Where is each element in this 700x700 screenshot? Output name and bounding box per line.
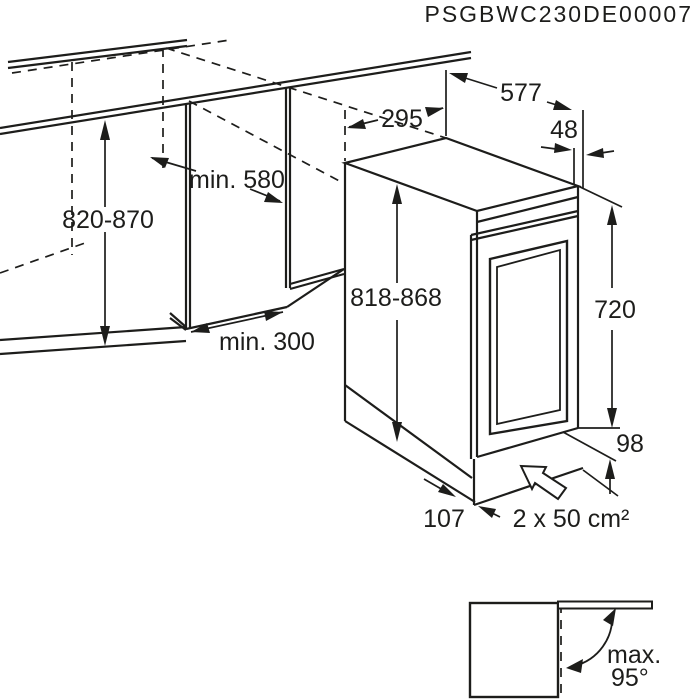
dim-label-niche-width: min. 300 [219,328,315,356]
niche-hidden-lines [0,39,447,274]
dim-niche-width: min. 300 [190,311,315,356]
dim-label-plinth-recess: 107 [423,505,465,533]
dim-label-appliance-height: 818-868 [350,284,442,312]
inset-label-max: max. [607,641,661,669]
dim-door-height: 720 [577,185,636,429]
door-swing-inset: max. 95° [468,600,661,699]
open-door-top-view [557,600,653,610]
dim-label-plinth-height: 98 [616,430,644,458]
door-frame-outer [488,239,569,436]
dim-label-appliance-width: 295 [381,105,423,133]
dim-appliance-width: 295 [347,70,447,136]
dim-label-ventilation-area: 2 x 50 cm² [513,505,630,533]
airflow-arrow-icon [519,464,568,501]
dim-appliance-depth: 577 [449,73,584,188]
dim-label-door-height: 720 [594,296,636,324]
dim-plinth-height: 98 [562,430,644,497]
dim-label-niche-depth: min. 580 [189,166,285,194]
inset-label-angle: 95° [611,664,649,692]
dim-rear-clearance: 48 [540,116,615,184]
dim-appliance-height: 818-868 [350,184,442,442]
dim-plinth-recess: 107 [423,478,465,533]
door-frame-inner [496,248,561,426]
floor-lines [0,267,345,356]
dim-label-appliance-depth: 577 [500,79,542,107]
cabinet-top-view [468,601,560,699]
dim-label-counter-height: 820-870 [62,206,154,234]
countertop [0,38,472,136]
appliance-cabinet [341,136,584,507]
product-code: PSGBWC230DE00007 [424,1,693,27]
dim-counter-height: 820-870 [62,120,154,346]
niche-side-panels [184,87,292,329]
dim-niche-depth: min. 580 [150,157,285,203]
dim-ventilation-area: 2 x 50 cm² [478,505,629,533]
dim-label-rear-clearance: 48 [550,116,578,144]
